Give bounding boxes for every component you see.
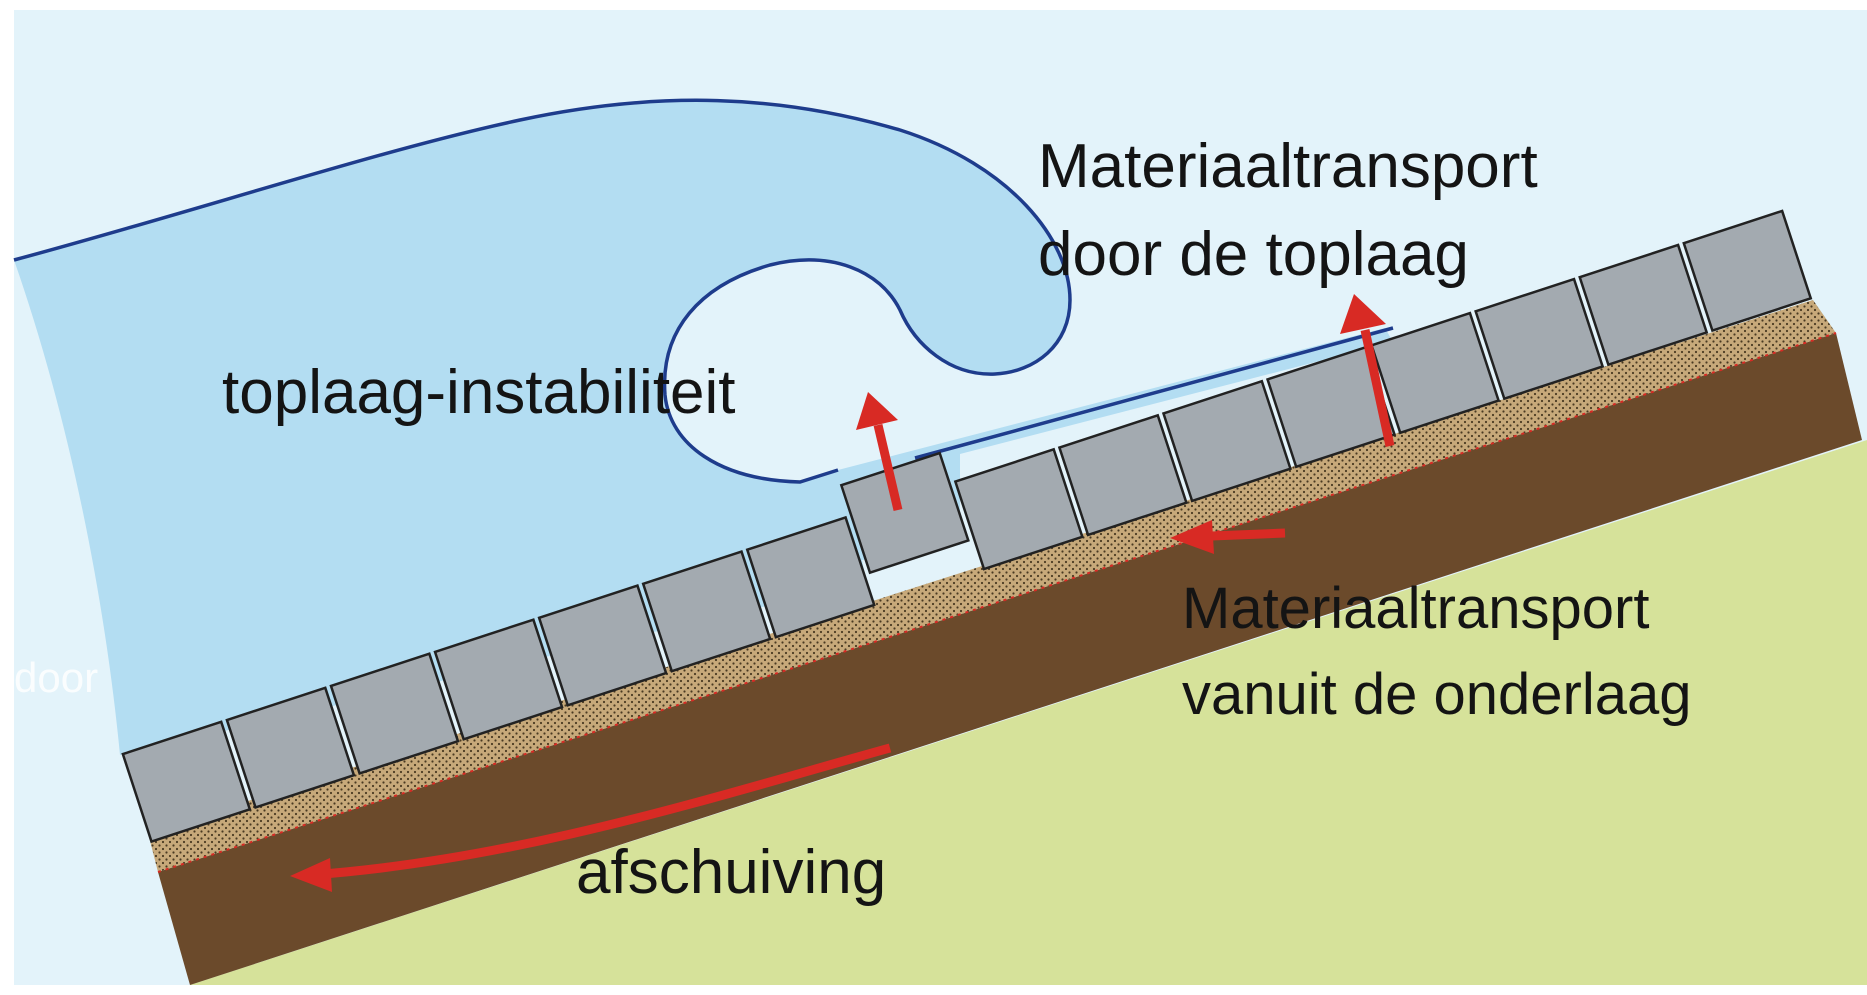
revetment-block (537, 584, 668, 707)
revetment-block (433, 618, 564, 741)
filter-boundary-line (157, 332, 1837, 873)
label-materiaaltransport-onderlaag-line2: vanuit de onderlaag (1182, 662, 1692, 727)
revetment-block (1370, 311, 1501, 435)
label-materiaaltransport-onderlaag-line1: Materiaaltransport (1182, 576, 1650, 641)
revetment-block (745, 515, 876, 639)
revetment-block (641, 549, 772, 673)
revetment-block (953, 447, 1084, 571)
label-afschuiving: afschuiving (576, 838, 887, 907)
flow-arrows (290, 294, 1395, 892)
label-toplaag-instabiliteit: toplaag-instabiliteit (222, 358, 736, 427)
label-materiaaltransport-toplaag-line1: Materiaaltransport (1038, 132, 1538, 201)
arrow-materiaaltransport-onderlaag (1170, 520, 1286, 554)
revetment-block (1578, 243, 1709, 367)
wave-outline (13, 98, 1072, 484)
label-door-fragment: door (14, 654, 99, 701)
arrow-toplaag-instabiliteit (856, 392, 903, 512)
water-wave (14, 100, 1393, 755)
revetment-block (1265, 345, 1397, 469)
revetment-block (1161, 379, 1293, 503)
waterline-on-slope (914, 326, 1394, 460)
filter-layer (148, 300, 1836, 872)
clay-layer (158, 333, 1862, 985)
revetment-block (1682, 209, 1813, 333)
arrow-materiaaltransport-toplaag (1340, 294, 1395, 447)
revetment-block (121, 720, 252, 844)
ground-subsoil (190, 440, 1867, 985)
revetment-blocks (121, 209, 1813, 844)
revetment-block (1057, 413, 1188, 537)
label-materiaaltransport-toplaag-line2: door de toplaag (1038, 220, 1469, 289)
lifted-revetment-block (839, 451, 970, 575)
revetment-block (329, 652, 460, 775)
arrow-afschuiving (290, 743, 892, 892)
revetment-block (225, 686, 356, 810)
revetment-block (1474, 277, 1605, 401)
